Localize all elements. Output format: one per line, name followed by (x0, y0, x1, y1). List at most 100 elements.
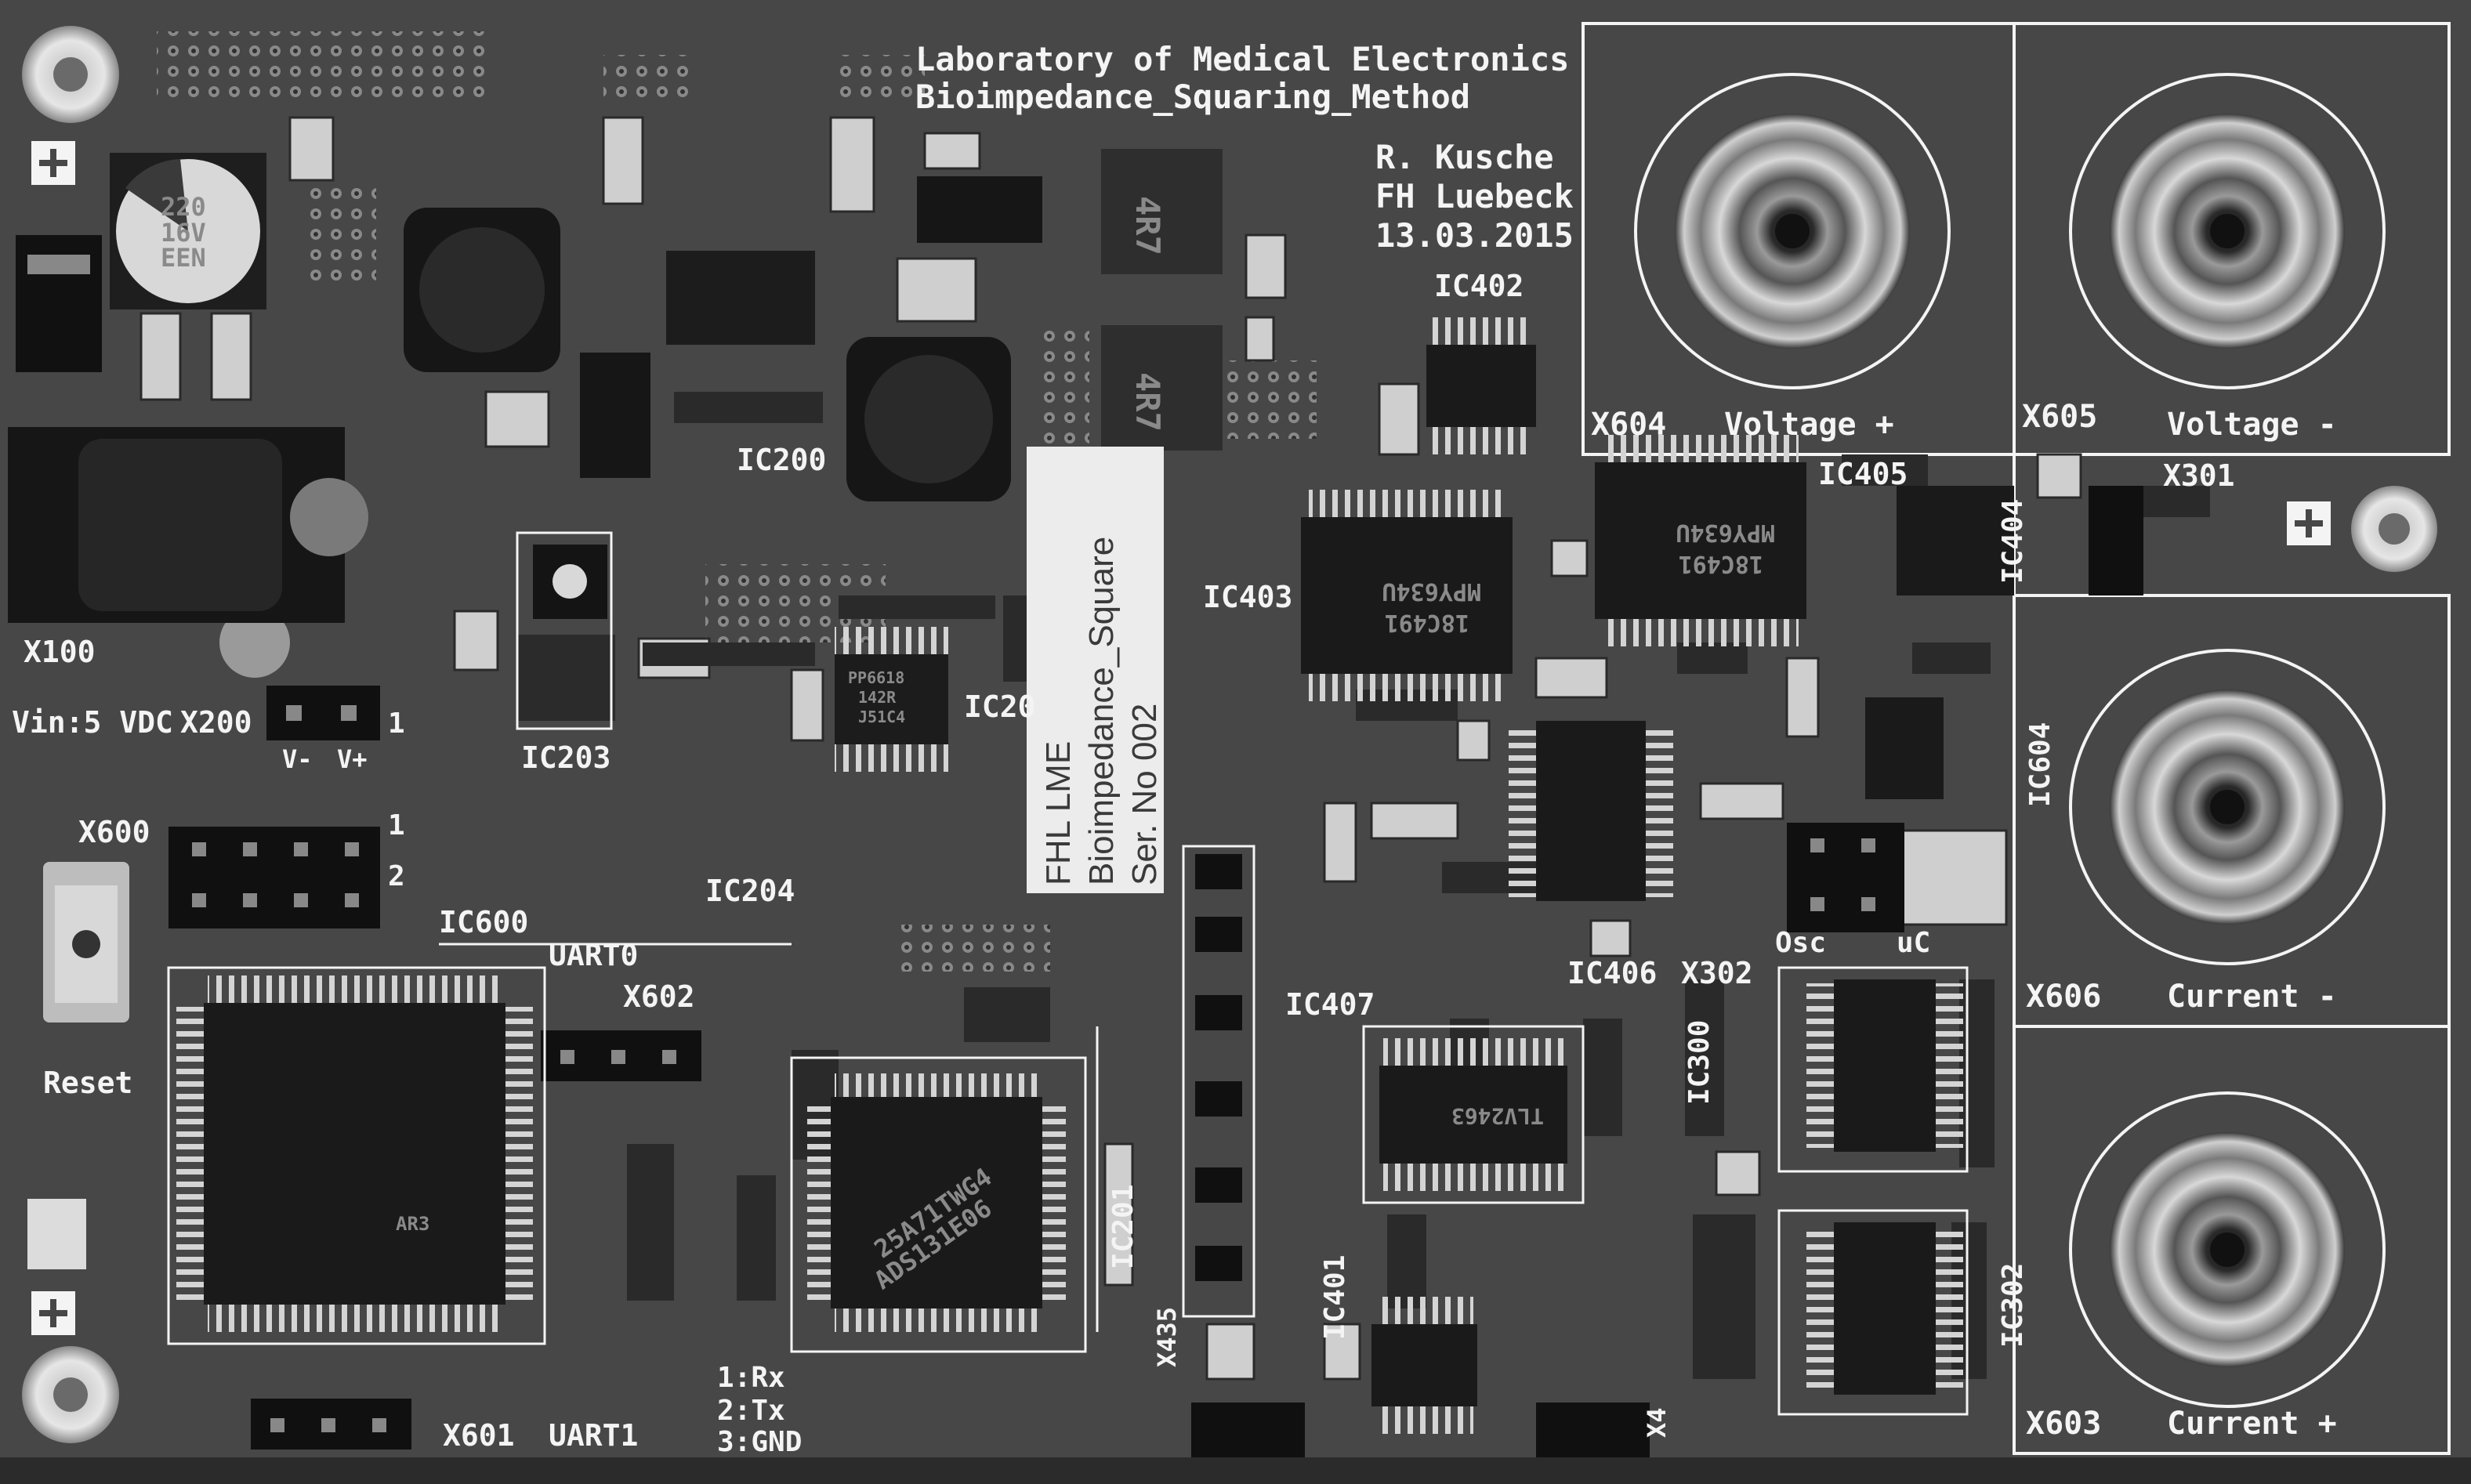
adc-chip-ads131e06: 25A71TWG4 ADS131E06 (807, 1073, 1066, 1332)
svg-text:X301: X301 (2163, 458, 2235, 493)
svg-text:TLV2463: TLV2463 (1451, 1103, 1544, 1129)
connector-labels: X604 Voltage + X605 Voltage - X606 Curre… (1591, 399, 2337, 1442)
svg-text:X601: X601 (443, 1418, 515, 1453)
svg-text:IC405: IC405 (1818, 457, 1908, 491)
svg-text:1: 1 (388, 708, 405, 740)
svg-text:Current -: Current - (2167, 979, 2337, 1015)
microcontroller-chip: AR3 (176, 975, 533, 1332)
svg-text:X600: X600 (78, 815, 150, 849)
svg-text:IC600: IC600 (439, 905, 528, 939)
silkscreen-outlines (167, 531, 1969, 1416)
header-x600[interactable] (168, 827, 380, 928)
svg-text:2: 2 (388, 860, 405, 892)
svg-text:Voltage +: Voltage + (1724, 407, 1894, 443)
svg-text:J51C4: J51C4 (858, 708, 905, 726)
svg-text:IC20: IC20 (964, 690, 1036, 724)
reference-designators: X100 Vin:5 VDC X200 1 V- V+ X600 1 2 Res… (12, 269, 2235, 1458)
reset-button[interactable] (43, 862, 129, 1023)
bnc-connector-x604[interactable] (1634, 73, 1951, 389)
svg-text:1: 1 (388, 809, 405, 842)
svg-text:IC302: IC302 (1997, 1263, 2029, 1348)
capacitor-value: 220 (161, 192, 206, 222)
header-x435[interactable] (1191, 1403, 1305, 1457)
svg-text:UART1: UART1 (549, 1418, 638, 1453)
ic406-chip (1509, 721, 1673, 901)
serial-sticker: FHL LME Bioimpedance_Square Ser. No 002 (1027, 447, 1164, 893)
svg-text:X302: X302 (1681, 956, 1753, 990)
ic302-chip (1806, 1222, 1963, 1395)
svg-text:PP6618: PP6618 (848, 668, 904, 687)
bnc-connector-x605[interactable] (2069, 73, 2386, 389)
ic407-chip: TLV2463 (1379, 1038, 1567, 1191)
jumper-osc-uc[interactable] (1787, 823, 1904, 932)
diode-array (1182, 845, 1255, 1318)
capacitor-voltage: 16V (161, 218, 206, 248)
mounting-screws (22, 26, 2437, 1443)
svg-text:V-: V- (282, 744, 313, 774)
svg-text:AR3: AR3 (396, 1213, 429, 1235)
svg-text:IC201: IC201 (1107, 1185, 1139, 1269)
ic401-chip (1371, 1297, 1477, 1434)
ic404-chip (1897, 486, 2014, 595)
svg-text:X200: X200 (180, 705, 252, 740)
svg-text:V+: V+ (337, 744, 368, 774)
regulator-chip (666, 251, 815, 345)
svg-text:18C491: 18C491 (1385, 609, 1469, 636)
svg-text:IC401: IC401 (1319, 1255, 1351, 1340)
svg-text:X603: X603 (2026, 1406, 2101, 1442)
svg-text:uC: uC (1897, 927, 1930, 959)
svg-text:IC407: IC407 (1285, 987, 1375, 1022)
svg-text:Voltage -: Voltage - (2167, 407, 2337, 443)
bnc-connector-x603[interactable] (2069, 1091, 2386, 1408)
design-date: 13.03.2015 (1375, 216, 1574, 255)
author-name: R. Kusche (1375, 138, 1554, 176)
svg-text:X4: X4 (1642, 1407, 1672, 1438)
ic405-multiplier-chip: MPY634U 18C491 (1595, 435, 1806, 646)
power-inductor-1 (404, 208, 560, 372)
header-x602-uart0[interactable] (541, 1030, 701, 1081)
bnc-connector-x606[interactable] (2069, 649, 2386, 965)
power-inductor-ic200 (846, 337, 1011, 501)
svg-text:IC300: IC300 (1683, 1020, 1716, 1105)
ic202-chip: PP6618 142R J51C4 (835, 627, 948, 772)
small-resistors (627, 392, 2210, 1379)
svg-text:IC200: IC200 (737, 443, 826, 477)
ic402-chip (1426, 317, 1536, 454)
svg-text:1:Rx: 1:Rx (717, 1362, 785, 1394)
header-x601-uart1[interactable] (251, 1399, 411, 1450)
svg-text:IC204: IC204 (705, 874, 795, 908)
svg-text:X604: X604 (1591, 407, 1666, 443)
svg-text:IC406: IC406 (1567, 956, 1657, 990)
svg-text:Osc: Osc (1775, 927, 1826, 959)
sticker-line2: Bioimpedance_Square (1082, 537, 1121, 885)
lab-name: Laboratory of Medical Electronics (915, 40, 1569, 78)
svg-text:3:GND: 3:GND (717, 1426, 802, 1458)
svg-text:18C491: 18C491 (1679, 550, 1763, 577)
edge-silkscreen (439, 943, 1099, 1332)
svg-text:Current +: Current + (2167, 1406, 2337, 1442)
header-x301[interactable] (2089, 486, 2143, 595)
sticker-line3: Ser. No 002 (1125, 704, 1164, 885)
connector-frames (1582, 22, 2451, 1455)
project-name: Bioimpedance_Squaring_Method (915, 78, 1470, 116)
svg-text:X605: X605 (2022, 399, 2097, 435)
svg-text:IC404: IC404 (1997, 499, 2029, 584)
ic403-multiplier-chip: MPY634U 18C491 (1301, 490, 1513, 701)
ic300-chip (1806, 979, 1963, 1152)
institution-name: FH Luebeck (1375, 177, 1574, 215)
svg-text:X435: X435 (1152, 1307, 1182, 1367)
sticker-line1: FHL LME (1039, 741, 1078, 885)
dc-barrel-jack[interactable] (8, 427, 368, 623)
header-x4[interactable] (1536, 1403, 1650, 1457)
svg-text:Reset: Reset (43, 1066, 132, 1100)
jumper-x200[interactable] (266, 686, 380, 740)
led-indicator (27, 1199, 86, 1269)
capacitor-series: EEN (161, 243, 206, 273)
svg-text:Vin:5 VDC: Vin:5 VDC (12, 705, 173, 740)
smd-inductor-2: 4R7 (1101, 325, 1223, 451)
svg-text:X602: X602 (623, 979, 695, 1014)
electrolytic-capacitor: 220 16V EEN (110, 153, 266, 309)
smd-inductor-1: 4R7 (1101, 149, 1223, 274)
ic604-chip (1865, 697, 1944, 799)
